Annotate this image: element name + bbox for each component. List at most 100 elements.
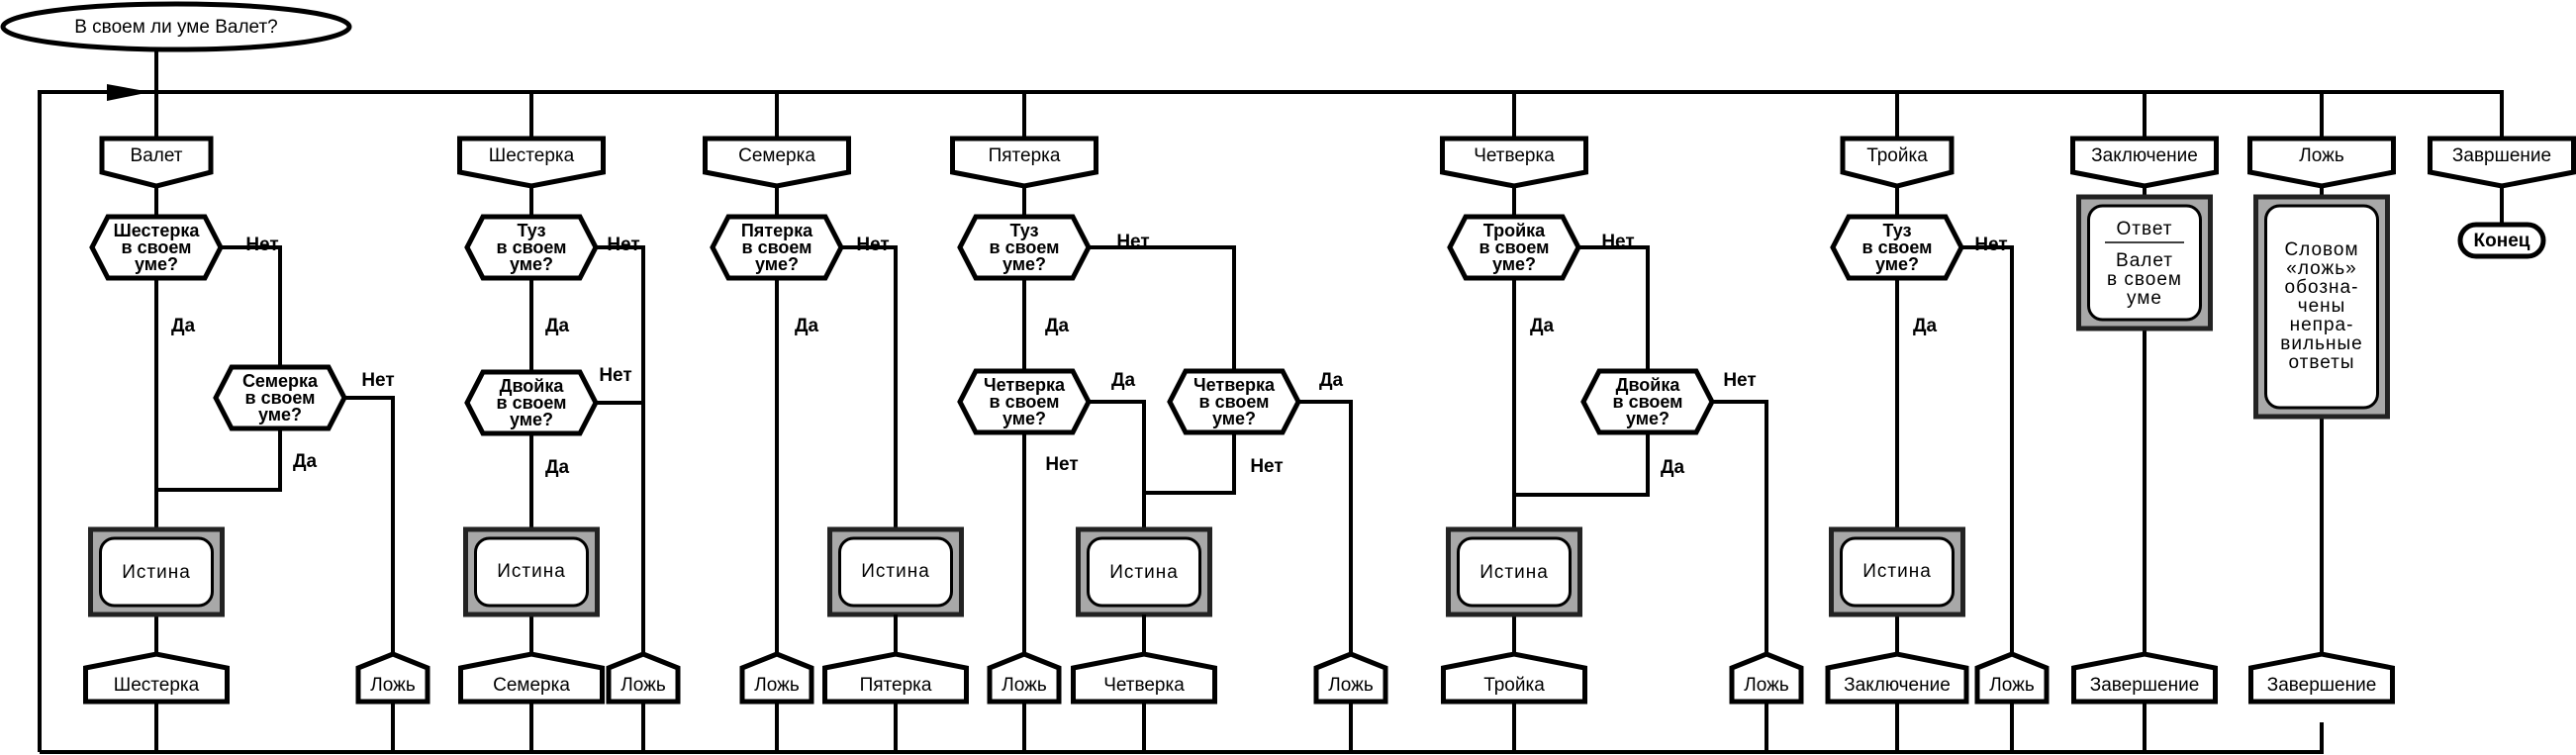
exit-label: Четверка [1103,675,1185,696]
exit-connector[interactable]: Пятерка [822,651,969,705]
exit-connector[interactable]: Шестерка [83,651,230,705]
result-label: Истина [497,561,566,582]
entry-label: Семерка [738,145,815,166]
exit-label: Ложь [1328,675,1374,696]
yes-label: Да [545,316,570,336]
no-label: Нет [607,235,639,255]
result-box[interactable]: Истина [1076,526,1212,617]
entry-connector[interactable]: Пятерка [950,136,1098,189]
entry-connector[interactable]: Ложь [2247,136,2396,189]
yes-label: Да [1913,316,1938,336]
result-label: Истина [1479,562,1549,583]
connector-line [156,428,282,492]
exit-label: Шестерка [114,675,200,696]
connector-line [344,396,395,663]
exit-connector[interactable]: Ложь [606,651,681,705]
yes-label: Да [1661,457,1685,478]
connector-line [1298,400,1353,663]
result-label: Истина [122,562,191,583]
exit-connector[interactable]: Ложь [1313,651,1388,705]
connector-line [841,245,898,529]
entry-label: Тройка [1866,145,1928,166]
entry-connector[interactable]: Шестерка [457,136,606,189]
exit-connector[interactable]: Заключение [1825,651,1969,705]
connector-line [1144,432,1236,495]
result-box[interactable]: Истина [88,526,225,617]
entry-connector[interactable]: Завршение [2428,136,2576,189]
result-label: Истина [861,561,930,582]
entry-label: Завршение [2452,145,2551,166]
no-label: Нет [1250,456,1283,477]
no-label: Нет [856,235,889,255]
yes-label: Да [171,316,196,336]
exit-connector[interactable]: Тройка [1441,651,1587,705]
bottom-bus [40,722,2324,754]
exit-connector[interactable]: Завершение [2071,651,2218,705]
exit-connector[interactable]: Ложь [987,651,1062,705]
start-label: В своем ли уме Валет? [74,17,278,38]
start-node[interactable]: В своем ли уме Валет? [0,1,352,52]
connector-line [1961,245,2014,663]
exit-connector[interactable]: Ложь [355,651,430,705]
connector-line [221,245,282,366]
exit-label: Завершение [2267,675,2377,696]
result-box[interactable]: Истина [1829,526,1965,617]
connector-line [1089,245,1236,371]
entry-label: Заключение [2091,145,2198,166]
exit-label: Тройка [1483,675,1545,696]
exit-label: Ложь [1744,675,1789,696]
result-box[interactable]: Истина [463,526,600,617]
result-box[interactable]: Истина [827,526,964,617]
entry-connector[interactable]: Валет [99,136,214,189]
yes-label: Да [293,451,318,472]
end-node[interactable]: Конец [2457,222,2546,259]
exit-connector[interactable]: Четверка [1071,651,1217,705]
exit-connector[interactable]: Ложь [1729,651,1804,705]
entry-connector[interactable]: Заключение [2070,136,2219,189]
exit-connector[interactable]: Завершение [2248,651,2395,705]
exit-label: Ложь [620,675,666,696]
exit-label: Завершение [2090,675,2200,696]
entry-label: Четверка [1474,145,1555,166]
connector-line [1089,400,1146,529]
no-label: Нет [1045,454,1078,475]
entry-connector[interactable]: Семерка [703,136,851,189]
exit-label: Семерка [493,675,570,696]
no-label: Нет [1723,370,1756,391]
answer-title: Ответ [2117,219,2173,239]
entry-label: Шестерка [489,145,575,166]
exit-connector[interactable]: Семерка [458,651,605,705]
yes-label: Да [1045,316,1070,336]
yes-label: Да [1111,370,1136,391]
no-label: Нет [599,365,631,386]
result-label: Истина [1109,562,1179,583]
exit-connector[interactable]: Ложь [739,651,814,705]
entry-connector[interactable]: Четверка [1440,136,1588,189]
exit-label: Заключение [1844,675,1951,696]
exit-label: Пятерка [860,675,932,696]
yes-label: Да [1319,370,1344,391]
entry-connector[interactable]: Тройка [1840,136,1955,189]
exit-connector[interactable]: Ложь [1974,651,2050,705]
no-label: Нет [1601,232,1634,252]
result-box[interactable]: Истина [1446,526,1582,617]
connector-line [1578,245,1650,371]
yes-label: Да [545,457,570,478]
